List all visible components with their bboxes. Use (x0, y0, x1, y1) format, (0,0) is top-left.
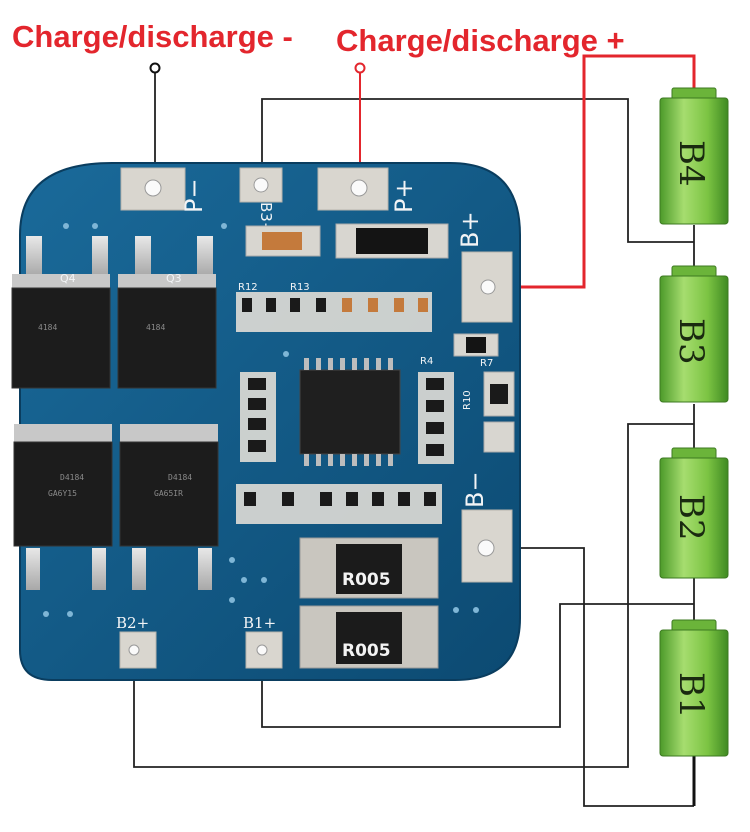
silk-r10: R10 (462, 390, 473, 410)
battery-b2: B2 (659, 447, 729, 579)
signal-wires (133, 70, 695, 807)
silk-r4: R4 (420, 356, 433, 367)
battery-b4: B4 (659, 87, 729, 225)
sense-resistor-top: R005 (299, 537, 439, 599)
charge-discharge-plus-label: Charge/discharge + (336, 23, 625, 58)
silk-r12: R12 (238, 282, 258, 293)
svg-text:4184: 4184 (146, 323, 165, 332)
b-plus-wire (490, 54, 696, 289)
silk-b-plus: B+ (456, 211, 484, 248)
svg-text:4184: 4184 (38, 323, 57, 332)
b1-plus-wire (261, 603, 694, 728)
mosfet-br-marking-2: GA65IR (154, 489, 183, 498)
charge-discharge-minus-label: Charge/discharge - (12, 19, 293, 54)
sense-resistor-bottom-label: R005 (342, 641, 391, 661)
resistor-r7b (483, 421, 515, 453)
pad-b-plus (461, 251, 513, 323)
mosfet-bl-marking-1: D4184 (60, 473, 84, 482)
resistor-column-right (418, 372, 454, 464)
p-minus-lead-end (149, 62, 161, 74)
charge-wires (359, 54, 696, 289)
silk-p-plus: P+ (390, 178, 418, 213)
battery-b2-label: B2 (671, 494, 711, 541)
sense-resistor-top-label: R005 (342, 570, 391, 590)
silk-r13: R13 (290, 282, 310, 293)
silk-p-minus: P− (180, 178, 208, 213)
mosfet-bottom-right: D4184 GA65IR (119, 424, 219, 590)
b-minus-wire (485, 547, 694, 807)
pad-p-minus (120, 167, 186, 211)
mosfet-bottom-left: D4184 GA6Y15 (13, 424, 113, 590)
battery-b1: B1 (659, 619, 729, 757)
pad-p-plus (317, 167, 389, 211)
pad-b3-plus (239, 167, 283, 203)
pad-b1-plus (245, 631, 283, 669)
silk-b-minus: B− (461, 471, 489, 508)
p-plus-lead-end (354, 62, 366, 74)
b2-plus-wire (133, 423, 694, 768)
mosfet-q4: Q4 4184 (11, 236, 111, 389)
battery-b4-label: B4 (671, 140, 711, 187)
silk-b2-plus: B2+ (116, 614, 149, 632)
pcb-vias (43, 223, 479, 617)
silk-q3: Q3 (166, 272, 182, 285)
resistor-row-top (236, 292, 432, 332)
silk-q4: Q4 (60, 272, 76, 285)
pad-b-minus (461, 509, 513, 583)
sense-resistor-bottom: R005 (299, 605, 439, 669)
battery-b3: B3 (659, 265, 729, 403)
bms-pcb: P− B3+ P+ B+ B− B2+ B1+ Q4 4184 Q3 4184 (11, 162, 521, 681)
b3-plus-wire (261, 98, 694, 243)
silk-r7: R7 (480, 358, 493, 369)
resistor-column-left (240, 372, 276, 462)
pad-b2-plus (119, 631, 157, 669)
resistor-row-bottom (236, 484, 442, 524)
battery-b1-label: B1 (671, 672, 711, 719)
battery-b3-label: B3 (671, 318, 711, 365)
mosfet-br-marking-1: D4184 (168, 473, 192, 482)
mosfet-q3: Q3 4184 (117, 236, 217, 389)
silk-b1-plus: B1+ (243, 614, 276, 632)
protection-ic (299, 358, 401, 466)
mosfet-bl-marking-2: GA6Y15 (48, 489, 77, 498)
